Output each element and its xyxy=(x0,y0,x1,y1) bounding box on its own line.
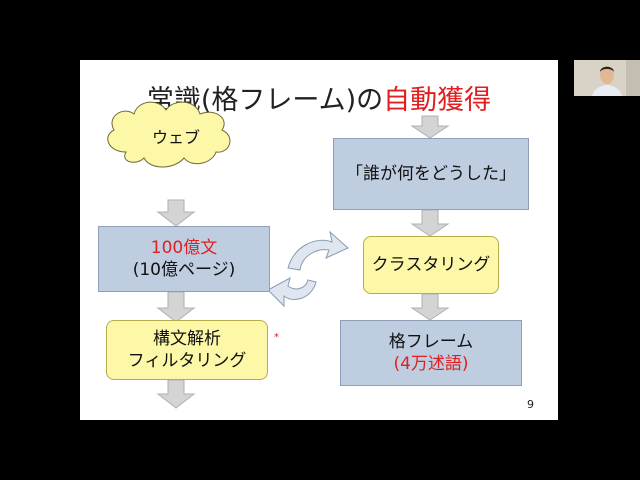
arrow-down-parse-out xyxy=(156,379,196,409)
arrow-down-cluster-to-caseframe xyxy=(410,293,450,321)
pattern-label: 「誰が何をどうした」 xyxy=(346,163,516,184)
arrow-down-cloud-to-corpus xyxy=(156,199,196,227)
diagram-arrows xyxy=(107,101,450,409)
person-webcam-icon xyxy=(574,60,640,96)
cloud-shape xyxy=(107,101,231,168)
corpus-pages: (10億ページ) xyxy=(132,260,236,280)
pattern-box: 「誰が何をどうした」 xyxy=(333,138,529,210)
corpus-count: 100億文 xyxy=(150,237,218,258)
parse-filter-box: 構文解析 フィルタリング xyxy=(106,320,268,380)
cycle-arrow-lower xyxy=(267,277,317,308)
arrow-down-title-to-pattern xyxy=(410,115,450,139)
caseframe-box: 格フレーム (4万述語) xyxy=(340,320,522,386)
presentation-slide: 常識(格フレーム)の自動獲得 ウェブ 100億文 (10億ページ) 構文解析 フ… xyxy=(80,60,558,420)
page-number: 9 xyxy=(527,398,534,411)
title-accent: 自動獲得 xyxy=(383,85,492,116)
asterisk-mark: * xyxy=(274,332,279,343)
web-label: ウェブ xyxy=(151,127,200,147)
web-cloud: ウェブ xyxy=(122,108,230,168)
clustering-label: クラスタリング xyxy=(371,254,491,275)
caseframe-count: (4万述語) xyxy=(393,354,469,374)
cycle-arrow-upper xyxy=(287,230,349,271)
caseframe-label: 格フレーム xyxy=(388,331,474,352)
arrow-down-corpus-to-parse xyxy=(156,291,196,323)
corpus-box: 100億文 (10億ページ) xyxy=(98,226,270,292)
webcam-thumbnail[interactable] xyxy=(574,60,640,96)
filter-label: フィルタリング xyxy=(127,351,247,371)
parse-label: 構文解析 xyxy=(153,328,221,349)
arrow-down-pattern-to-cluster xyxy=(410,209,450,237)
clustering-box: クラスタリング xyxy=(363,236,499,294)
